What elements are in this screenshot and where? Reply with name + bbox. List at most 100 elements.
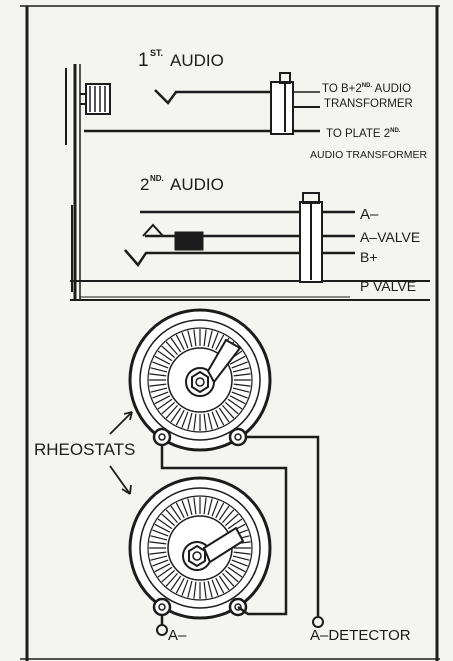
winding-turn bbox=[170, 337, 182, 353]
winding-turn bbox=[203, 581, 207, 599]
front-panel bbox=[65, 64, 81, 300]
winding-turn bbox=[149, 383, 167, 387]
rheostat-upper-winding bbox=[149, 329, 251, 431]
winding-turn bbox=[175, 334, 185, 351]
baseboard bbox=[70, 280, 430, 301]
winding-turn bbox=[229, 395, 246, 405]
first-audio-number: 1 bbox=[138, 50, 149, 71]
winding-turn bbox=[181, 411, 189, 428]
winding-turn bbox=[232, 387, 250, 393]
rheostat-lower bbox=[128, 476, 272, 620]
rheostat-arrows bbox=[109, 411, 133, 495]
winding-turn bbox=[187, 580, 193, 598]
winding-turn bbox=[161, 570, 175, 583]
winding-turn bbox=[150, 387, 168, 393]
winding-turn bbox=[161, 345, 175, 358]
winding-turn bbox=[233, 551, 251, 555]
label-rheostats: RHEOSTATS bbox=[34, 440, 135, 459]
winding-turn bbox=[218, 407, 230, 423]
label-to-b2: TO B+2ND. AUDIO bbox=[322, 83, 411, 95]
winding-turn bbox=[207, 412, 213, 430]
labels: 1 ST. AUDIO TO B+2ND. AUDIO TRANSFORMER … bbox=[34, 48, 427, 644]
label-a-detector: A–DETECTOR bbox=[310, 627, 411, 644]
second-audio-jack bbox=[124, 192, 355, 283]
winding-turn bbox=[225, 513, 239, 526]
winding-turn bbox=[149, 551, 167, 555]
winding-turn bbox=[149, 373, 167, 377]
winding-turn bbox=[152, 361, 169, 369]
winding-turn bbox=[218, 575, 230, 591]
winding-turn bbox=[154, 563, 171, 573]
winding-turn bbox=[161, 513, 175, 526]
winding-turn bbox=[229, 355, 246, 365]
label-to-plate: TO PLATE 2ND. bbox=[326, 128, 401, 140]
winding-turn bbox=[170, 407, 182, 423]
rheostat-lower-winding bbox=[149, 497, 251, 599]
winding-turn bbox=[175, 409, 185, 426]
winding-turn bbox=[193, 413, 197, 431]
winding-turn bbox=[207, 580, 213, 598]
winding-turn bbox=[181, 579, 189, 596]
winding-turn bbox=[207, 330, 213, 348]
winding-turn bbox=[165, 509, 178, 523]
winding-turn bbox=[170, 575, 182, 591]
rheostat-wiring bbox=[156, 435, 324, 636]
label-audio-transformer: AUDIO TRANSFORMER bbox=[310, 149, 427, 161]
winding-turn bbox=[225, 402, 239, 415]
winding-turn bbox=[232, 555, 250, 561]
winding-turn bbox=[203, 497, 207, 515]
winding-turn bbox=[152, 529, 169, 537]
winding-turn bbox=[193, 497, 197, 515]
winding-turn bbox=[211, 411, 219, 428]
winding-turn bbox=[203, 329, 207, 347]
label-bottom-a-minus: A– bbox=[168, 627, 187, 644]
label-p-valve: P VALVE bbox=[360, 278, 416, 294]
winding-turn bbox=[175, 577, 185, 594]
winding-turn bbox=[175, 502, 185, 519]
winding-turn bbox=[187, 498, 193, 516]
winding-turn bbox=[150, 555, 168, 561]
winding-turn bbox=[211, 579, 219, 596]
winding-turn bbox=[215, 409, 225, 426]
winding-turn bbox=[227, 566, 243, 578]
winding-turn bbox=[149, 541, 167, 545]
winding-turn bbox=[150, 367, 168, 373]
winding-turn bbox=[233, 373, 251, 377]
winding-turn bbox=[161, 402, 175, 415]
winding-turn bbox=[154, 395, 171, 405]
label-a-valve: A–VALVE bbox=[360, 229, 420, 245]
label-a-minus: A– bbox=[360, 206, 379, 223]
winding-turn bbox=[165, 341, 178, 355]
winding-turn bbox=[222, 573, 235, 587]
label-b-plus: B+ bbox=[360, 249, 378, 265]
winding-turn bbox=[211, 332, 219, 349]
winding-turn bbox=[225, 570, 239, 583]
winding-turn bbox=[211, 500, 219, 517]
winding-turn bbox=[152, 391, 169, 399]
winding-turn bbox=[231, 391, 248, 399]
winding-turn bbox=[187, 412, 193, 430]
first-audio-jack bbox=[80, 72, 320, 135]
winding-turn bbox=[231, 559, 248, 567]
winding-turn bbox=[157, 566, 173, 578]
winding-turn bbox=[203, 413, 207, 431]
rheostat-upper bbox=[128, 308, 272, 452]
winding-turn bbox=[157, 518, 173, 530]
winding-turn bbox=[222, 405, 235, 419]
winding-turn bbox=[227, 398, 243, 410]
winding-turn bbox=[215, 334, 225, 351]
second-audio-word: AUDIO bbox=[170, 175, 224, 194]
winding-turn bbox=[181, 500, 189, 517]
winding-turn bbox=[157, 398, 173, 410]
winding-turn bbox=[222, 509, 235, 523]
label-transformer: TRANSFORMER bbox=[324, 98, 413, 110]
winding-turn bbox=[187, 330, 193, 348]
winding-turn bbox=[154, 355, 171, 365]
winding-turn bbox=[154, 523, 171, 533]
winding-turn bbox=[232, 367, 250, 373]
winding-turn bbox=[207, 498, 213, 516]
winding-turn bbox=[193, 581, 197, 599]
winding-turn bbox=[229, 563, 246, 573]
winding-turn bbox=[165, 573, 178, 587]
